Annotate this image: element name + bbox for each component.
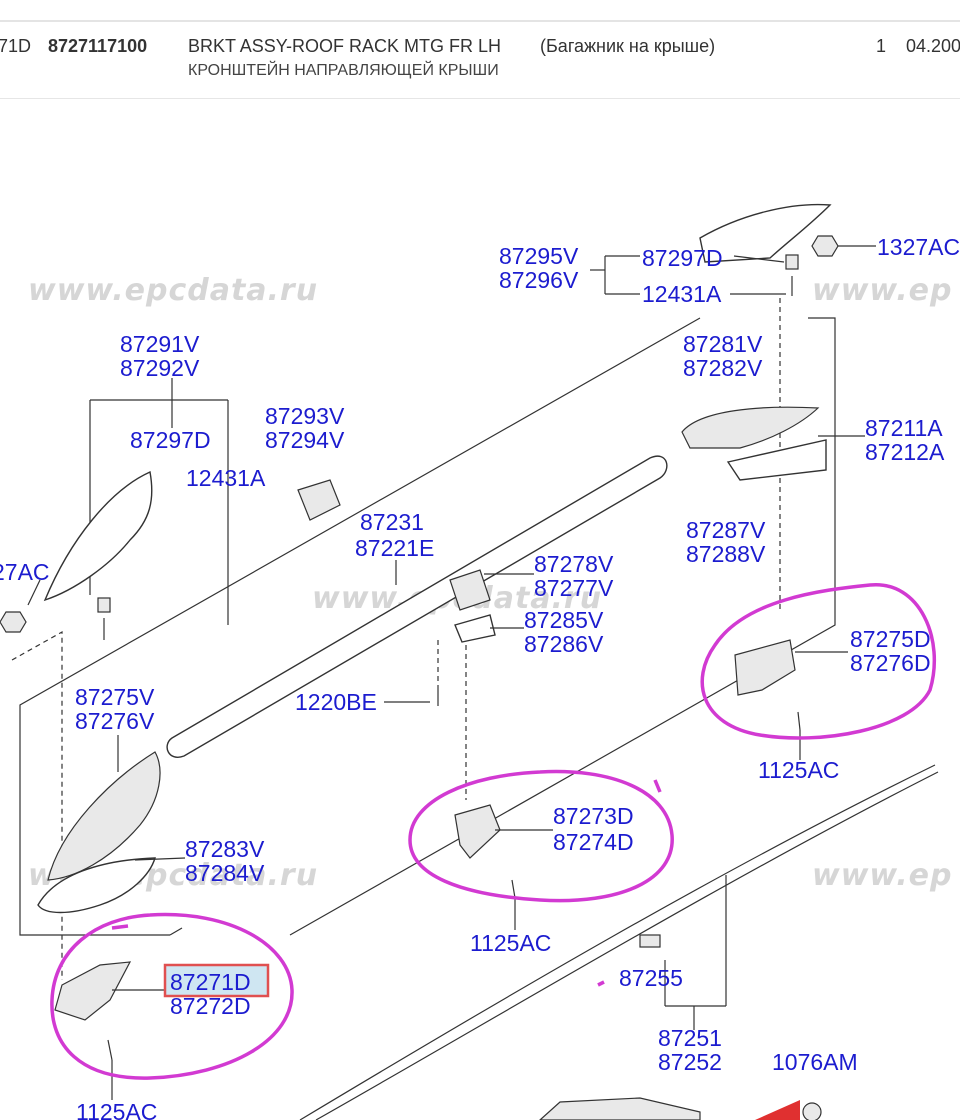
part-label-87283V[interactable]: 87283V [185,836,265,862]
assembly-frame [19,317,701,936]
part-label-87273D[interactable]: 87273D [553,803,634,829]
part-ref: 71D [0,36,32,56]
part-label-1076AM[interactable]: 1076AM [772,1049,858,1075]
part-label-87278V[interactable]: 87278V [534,551,614,577]
part-subtitle: КРОНШТЕЙН НАПРАВЛЯЮЩЕЙ КРЫШИ [188,62,499,79]
part-label-87296V[interactable]: 87296V [499,267,579,293]
red-marker [755,1100,800,1120]
part-label-87231[interactable]: 87231 [360,509,424,535]
rear-cover-part[interactable] [43,470,153,602]
highlight-circle [50,912,294,1080]
part-label-12431A[interactable]: 12431A [186,465,266,491]
leader-line [27,579,41,606]
part-label-87255[interactable]: 87255 [619,965,683,991]
part-label-87292V[interactable]: 87292V [120,355,200,381]
part-label-87275V[interactable]: 87275V [75,684,155,710]
clip-part[interactable] [639,934,661,948]
center-bracket-part[interactable] [449,569,491,611]
roof-rack-cover-front[interactable] [699,203,832,263]
screw-part[interactable] [511,879,516,899]
rear-end-cover-part[interactable] [47,751,161,881]
part-label-87271D[interactable]: 87271D [170,969,251,995]
part-label-87276V[interactable]: 87276V [75,708,155,734]
part-label-12431A[interactable]: 12431A [642,281,722,307]
part-label-87251[interactable]: 87251 [658,1025,722,1051]
part-label-87291V[interactable]: 87291V [120,331,200,357]
watermark: www.ep [812,858,952,893]
part-label-1125AC[interactable]: 1125AC [758,757,839,783]
part-label-87287V[interactable]: 87287V [686,517,766,543]
part-label-87297D[interactable]: 87297D [642,245,723,271]
header-top-divider [0,20,960,22]
watermark: www.ep [812,273,952,308]
part-label-1125AC[interactable]: 1125AC [76,1099,157,1120]
part-label-87277V[interactable]: 87277V [534,575,614,601]
part-label-87288V[interactable]: 87288V [686,541,766,567]
screw-part[interactable] [797,711,801,731]
highlight-circle [408,769,674,903]
part-label-1220BE[interactable]: 1220BE [295,689,377,715]
watermark: www.epcdata.ru [28,273,318,308]
part-label-87281V[interactable]: 87281V [683,331,763,357]
part-label-87274D[interactable]: 87274D [553,829,634,855]
roof-rail-part[interactable] [166,455,668,758]
part-qty: 1 [876,36,887,56]
part-label-87272D[interactable]: 87272D [170,993,251,1019]
screw-part[interactable] [107,1039,113,1061]
roof-moulding-part[interactable] [299,764,936,1120]
highlight-circle [700,583,936,740]
nut-part[interactable] [811,235,839,257]
highlight-mark [653,779,662,793]
part-label-87252[interactable]: 87252 [658,1049,722,1075]
assembly-frame [289,317,836,936]
center-lower-bracket-part[interactable] [454,804,501,859]
part-description: BRKT ASSY-ROOF RACK MTG FR LH [188,36,502,56]
clip-part[interactable] [97,597,111,613]
leader-line [733,255,785,263]
part-group: (Багажник на крыше) [540,36,716,56]
front-bracket-assy-part[interactable] [54,961,132,1021]
center-pad-part[interactable] [454,614,496,643]
part-date: 04.200 [906,36,960,56]
highlight-mark [597,980,605,987]
part-label-87295V[interactable]: 87295V [499,243,579,269]
rear-bracket-part[interactable] [734,639,796,696]
nut-part[interactable] [0,611,27,633]
bottom-part[interactable] [539,1097,701,1120]
part-label-1327AC[interactable]: 1327AC [877,234,960,260]
assembly-frame [169,927,183,936]
part-label-87211A[interactable]: 87211A [865,415,943,441]
rear-pad-part[interactable] [37,857,156,914]
part-label-87275D[interactable]: 87275D [850,626,931,652]
part-label-87294V[interactable]: 87294V [265,427,345,453]
parts-diagram: www.epcdata.ru www.ep www.epcdata.ru www… [0,100,960,1120]
part-label-87221E[interactable]: 87221E [355,535,434,561]
part-label-27AC[interactable]: 27AC [0,559,50,585]
header-bottom-divider [0,98,960,99]
part-number[interactable]: 8727117100 [48,36,148,56]
roof-moulding-part[interactable] [315,771,939,1120]
front-pad-part[interactable] [726,439,827,481]
small-clip-part[interactable] [297,479,341,521]
clip-part[interactable] [785,254,799,270]
part-header: 71D 8727117100 BRKT ASSY-ROOF RACK MTG F… [0,0,960,100]
part-label-87282V[interactable]: 87282V [683,355,763,381]
highlight-mark [111,924,129,930]
part-label-87212A[interactable]: 87212A [865,439,945,465]
fastener-part[interactable] [802,1102,822,1120]
part-label-87297D[interactable]: 87297D [130,427,211,453]
part-label-87293V[interactable]: 87293V [265,403,345,429]
selected-part-highlight[interactable] [163,963,270,998]
part-label-87285V[interactable]: 87285V [524,607,604,633]
parts-diagram-svg: www.epcdata.ru www.ep www.epcdata.ru www… [0,203,960,1120]
part-label-1125AC[interactable]: 1125AC [470,930,551,956]
leader-line [134,857,186,861]
part-label-87276D[interactable]: 87276D [850,650,931,676]
front-cover-part[interactable] [681,406,820,449]
part-label-87286V[interactable]: 87286V [524,631,604,657]
part-label-87284V[interactable]: 87284V [185,860,265,886]
